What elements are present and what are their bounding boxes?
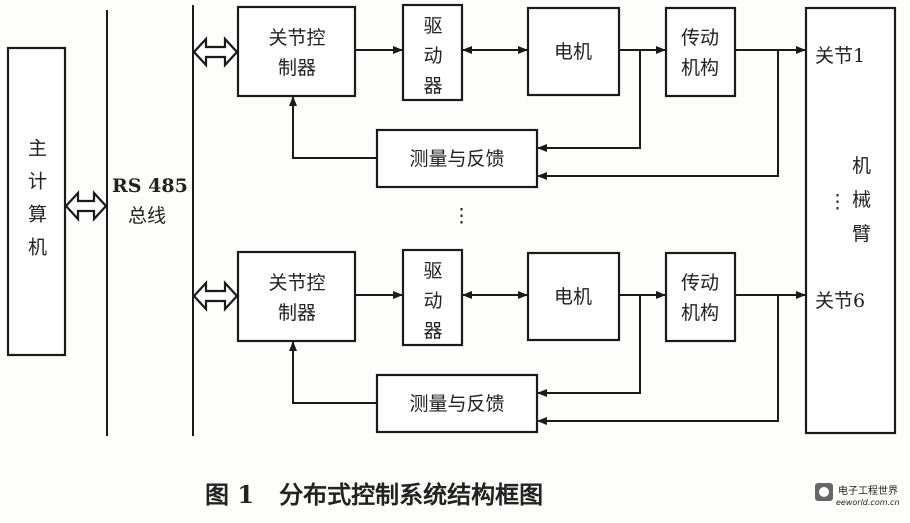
- double-arrows: [64, 36, 239, 312]
- feedback-to-controller-line: [289, 341, 377, 404]
- motor-label: 电机: [554, 286, 592, 308]
- double-arrow-icon: [64, 190, 108, 222]
- motor-label: 电机: [554, 41, 592, 63]
- watermark-logo: 电子工程世界 eeworld.com.cn: [815, 483, 900, 507]
- joint-6-label: 关节6: [815, 290, 865, 312]
- measurement-feedback-box: [375, 373, 539, 434]
- bus-label: RS 485: [112, 175, 188, 197]
- motor-feedback-line: [537, 295, 641, 397]
- driver-label: 驱: [423, 260, 442, 282]
- arm-label-2: 械: [852, 189, 871, 211]
- watermark-url: eeworld.com.cn: [836, 498, 900, 507]
- driver-label: 驱: [423, 15, 442, 37]
- measurement-feedback-label: 测量与反馈: [409, 148, 504, 170]
- main-computer-label: 主计算机: [25, 138, 47, 270]
- joint-controller-label: 制器: [278, 57, 316, 79]
- robot-arm-box: [804, 6, 897, 435]
- double-arrow-icon: [192, 280, 239, 312]
- joint-controller-label: 制器: [278, 302, 316, 324]
- measurement-feedback-label: 测量与反馈: [409, 393, 504, 415]
- motor-box: [526, 251, 621, 342]
- driver-label: 器: [423, 75, 442, 97]
- transmission-label: 传动: [681, 272, 719, 294]
- motor-box: [526, 6, 621, 97]
- joint-ellipsis: ⋮: [828, 191, 847, 213]
- driver-label: 动: [423, 290, 442, 312]
- arm-feedback-line: [537, 295, 779, 425]
- transmission-label: 机构: [681, 302, 719, 324]
- transmission-label: 传动: [681, 27, 719, 49]
- bus-label-2: 总线: [128, 205, 166, 227]
- joint-controller-box: [236, 250, 357, 343]
- transmission-label: 机构: [681, 57, 719, 79]
- transmission-box: [664, 6, 737, 98]
- motor-feedback-line: [537, 50, 641, 152]
- arm-label-3: 臂: [852, 223, 871, 245]
- transmission-box: [664, 251, 737, 343]
- arm-label-1: 机: [852, 155, 871, 177]
- channel-ellipsis: ⋮: [452, 205, 471, 227]
- feedback-to-controller-line: [289, 96, 377, 159]
- joint-controller-box: [236, 5, 357, 98]
- driver-label: 器: [423, 320, 442, 342]
- joint-controller-label: 关节控: [268, 272, 325, 294]
- double-arrow-icon: [192, 36, 239, 68]
- joint-1-label: 关节1: [815, 45, 865, 67]
- driver-label: 动: [423, 45, 442, 67]
- arm-feedback-line: [537, 50, 779, 180]
- main-computer-box: [6, 46, 67, 357]
- watermark-text: 电子工程世界: [838, 484, 898, 497]
- figure-caption: 图 1 分布式控制系统结构框图: [205, 480, 543, 509]
- joint-controller-label: 关节控: [268, 27, 325, 49]
